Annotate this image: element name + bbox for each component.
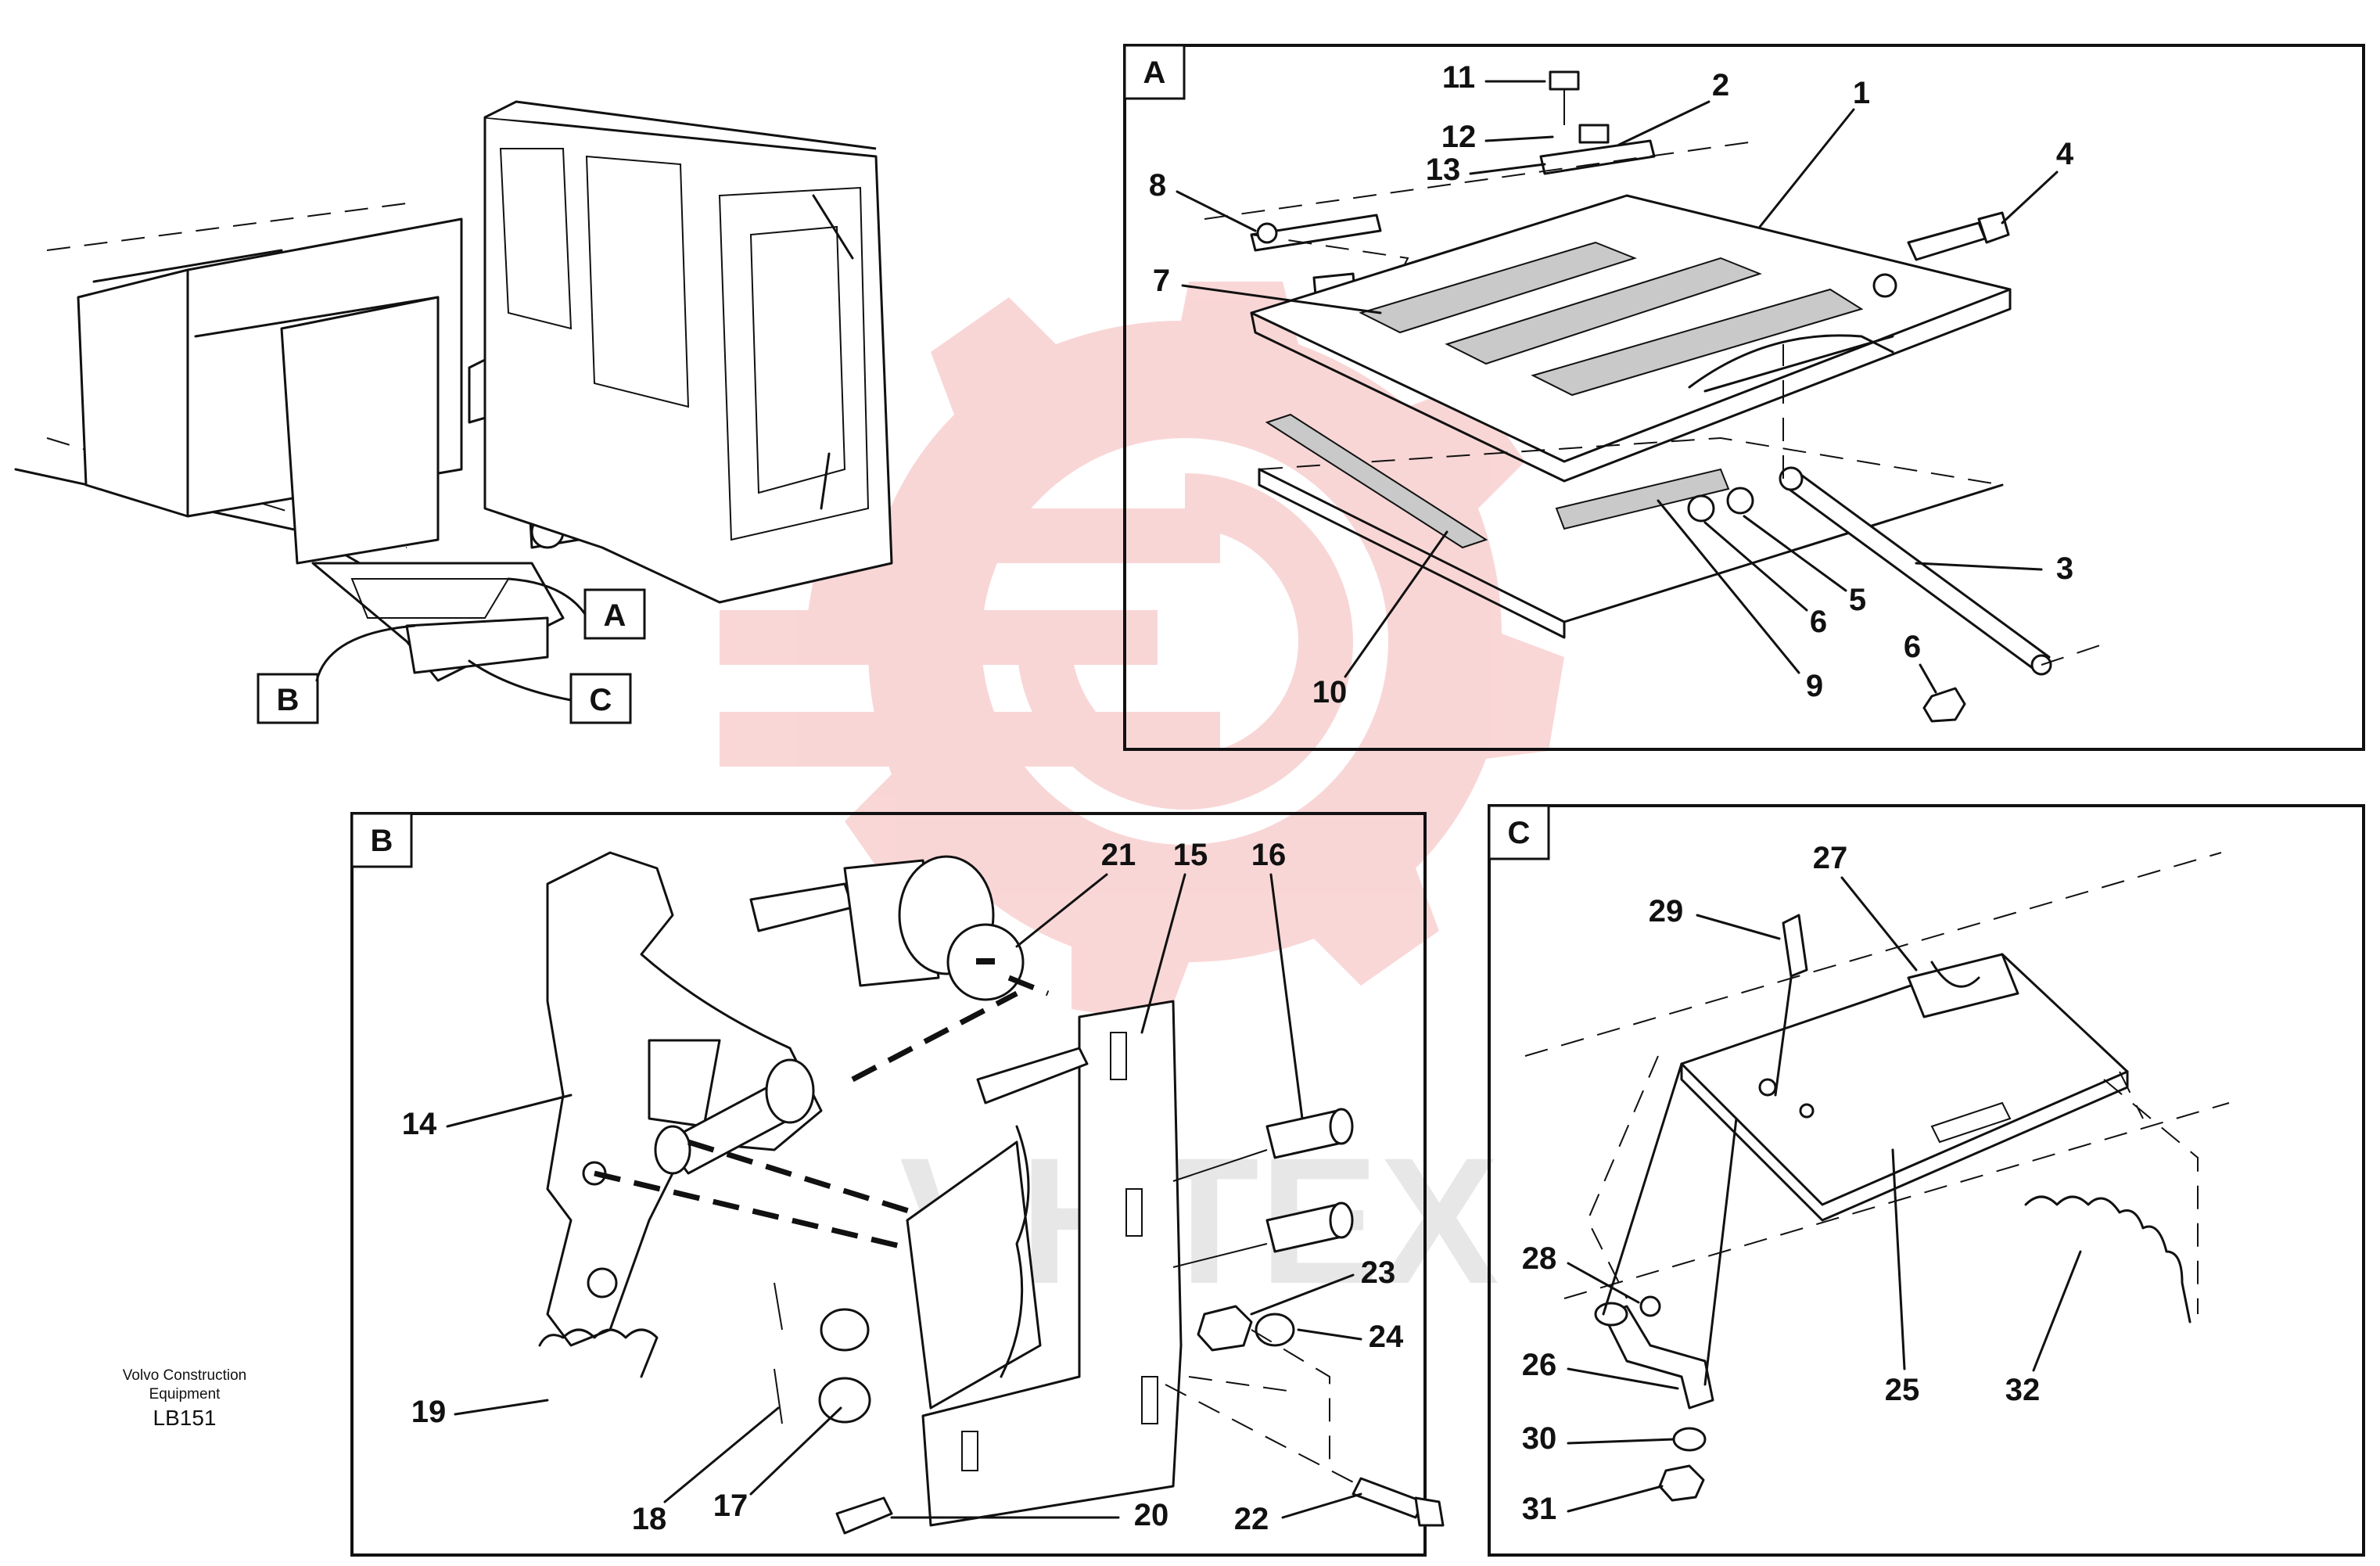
callout-7: 7 — [1153, 264, 1170, 298]
callouts: 1 2 4 11 12 13 8 7 3 5 6 6 9 10 21 15 16 — [402, 60, 2082, 1536]
callout-6a: 6 — [1810, 605, 1827, 639]
overview-leader-B — [315, 624, 416, 682]
callout-2: 2 — [1712, 68, 1729, 102]
callout-12: 12 — [1441, 120, 1477, 154]
callout-14: 14 — [402, 1107, 437, 1141]
callout-17: 17 — [713, 1489, 748, 1523]
callout-1: 1 — [1853, 76, 1870, 110]
callout-30: 30 — [1522, 1421, 1557, 1456]
callout-24: 24 — [1369, 1320, 1404, 1354]
footer-line2: Equipment — [149, 1386, 221, 1403]
machine-overview — [14, 100, 893, 682]
svg-text:C: C — [1508, 816, 1531, 850]
callout-3: 3 — [2056, 551, 2073, 586]
callout-27: 27 — [1813, 841, 1848, 875]
overview-leader-C — [468, 659, 573, 702]
overview-tag-B: B — [257, 673, 319, 724]
callout-5: 5 — [1849, 583, 1866, 617]
callout-21: 21 — [1101, 838, 1136, 872]
callout-16: 16 — [1251, 838, 1287, 872]
panel-C: C — [1488, 804, 2365, 1557]
overview-leader-A — [507, 577, 587, 616]
footer-label: Volvo Construction Equipment LB151 — [123, 1367, 246, 1430]
callout-26: 26 — [1522, 1348, 1557, 1382]
overview-tag-C: C — [569, 673, 632, 724]
svg-text:B: B — [277, 683, 300, 717]
callout-15: 15 — [1173, 838, 1208, 872]
panel-A: A — [1123, 44, 2365, 751]
svg-text:A: A — [604, 598, 626, 633]
svg-text:C: C — [590, 683, 612, 717]
svg-text:B: B — [371, 824, 393, 858]
callout-10: 10 — [1312, 675, 1348, 709]
callout-23: 23 — [1361, 1255, 1396, 1290]
callout-28: 28 — [1522, 1241, 1557, 1276]
panel-B: B — [350, 812, 1445, 1557]
callout-6b: 6 — [1904, 630, 1921, 664]
callout-19: 19 — [411, 1395, 447, 1429]
callout-9: 9 — [1806, 669, 1823, 703]
overview-tag-A: A — [583, 588, 646, 640]
callout-32: 32 — [2005, 1373, 2041, 1407]
callout-31: 31 — [1522, 1492, 1557, 1526]
callout-25: 25 — [1885, 1373, 1920, 1407]
callout-4: 4 — [2056, 137, 2074, 171]
callout-18: 18 — [632, 1502, 667, 1536]
svg-text:A: A — [1143, 56, 1166, 90]
footer-code: LB151 — [153, 1406, 217, 1430]
footer-line1: Volvo Construction — [123, 1367, 246, 1384]
callout-29: 29 — [1649, 894, 1684, 928]
callout-20: 20 — [1134, 1498, 1169, 1532]
callout-11: 11 — [1442, 60, 1475, 95]
callout-8: 8 — [1149, 168, 1166, 203]
callout-13: 13 — [1426, 153, 1461, 187]
callout-22: 22 — [1234, 1502, 1269, 1536]
